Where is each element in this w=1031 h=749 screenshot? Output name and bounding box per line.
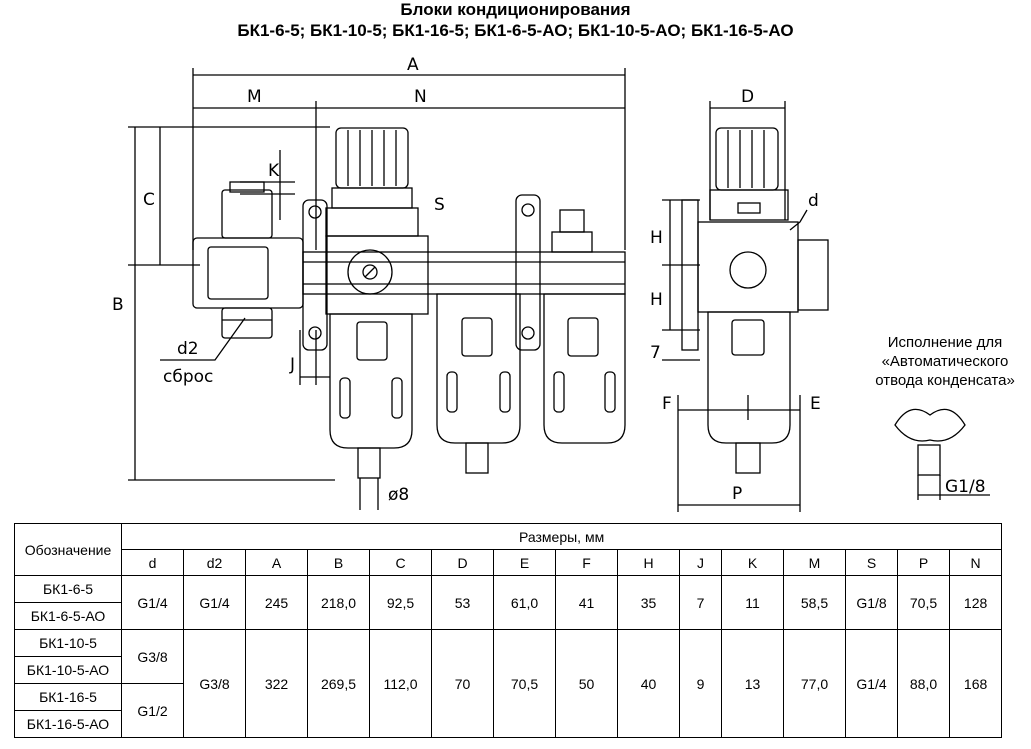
label-a: A	[407, 55, 419, 75]
label-seven: 7	[650, 343, 661, 363]
label-h-upper: H	[650, 228, 663, 248]
label-e: E	[810, 394, 821, 414]
value-cell: G3/8	[121, 629, 184, 684]
label-h-lower: H	[650, 290, 663, 310]
value-cell: 50	[555, 629, 618, 738]
table-row: БК1-16-5-АО	[14, 710, 1002, 738]
auto-drain-note: Исполнение для «Автоматического отвода к…	[860, 333, 1030, 390]
table-row: БК1-10-5 G3/8 G3/8 322 269,5 112,0 70 70…	[14, 629, 1003, 738]
label-f: F	[662, 394, 672, 414]
label-d-small: d	[808, 191, 819, 211]
value-cell: 245	[245, 575, 308, 630]
header-sizes: Размеры, мм	[120, 523, 1003, 550]
designation-cell: БК1-6-5	[14, 575, 122, 603]
value-cell: 218,0	[307, 575, 370, 630]
value-cell: 53	[431, 575, 494, 630]
label-b: B	[112, 295, 124, 315]
label-d: D	[741, 87, 754, 107]
note-line-3: отвода конденсата»	[875, 372, 1015, 389]
label-d2: d2	[177, 339, 199, 359]
value-cell: 70	[431, 629, 494, 738]
label-sbros: сброс	[163, 367, 213, 387]
value-cell: 92,5	[369, 575, 432, 630]
designation-cell: БК1-10-5-АО	[14, 656, 122, 684]
value-cell: G1/8	[845, 575, 898, 630]
col-header: S	[845, 549, 898, 576]
value-cell: 70,5	[897, 575, 950, 630]
value-cell: G1/4	[845, 629, 898, 738]
label-k: K	[268, 161, 280, 181]
label-p: P	[732, 484, 742, 504]
value-cell: G1/4	[183, 575, 246, 630]
value-cell: G1/2	[121, 683, 184, 738]
value-cell: 112,0	[369, 629, 432, 738]
designation-cell: БК1-6-5-АО	[14, 602, 122, 630]
value-cell: 269,5	[307, 629, 370, 738]
value-cell: 128	[948, 575, 1003, 630]
designation-cell: БК1-10-5	[14, 629, 122, 657]
value-cell: 168	[948, 629, 1003, 738]
label-n: N	[414, 87, 427, 107]
col-header: J	[679, 549, 722, 576]
value-cell: 11	[721, 575, 784, 630]
label-c: C	[143, 190, 155, 210]
label-g18: G1/8	[945, 477, 986, 497]
title-line-2: БК1-6-5; БК1-10-5; БК1-16-5; БК1-6-5-АО;…	[237, 21, 794, 40]
dimensions-table: Обозначение Размеры, мм d d2 A B C D E F…	[14, 523, 1003, 738]
designation-cell: БК1-16-5	[14, 683, 122, 711]
title-line-1: Блоки кондиционирования	[400, 0, 631, 19]
col-header: D	[431, 549, 494, 576]
col-header: d	[121, 549, 184, 576]
value-cell: 322	[245, 629, 308, 738]
note-line-1: Исполнение для	[887, 334, 1003, 351]
value-cell: 70,5	[493, 629, 556, 738]
label-phi8: ø8	[388, 485, 409, 505]
technical-drawing: A M N D C K B S d H H 7 F E P J d2 сброс…	[112, 55, 990, 512]
col-header: B	[307, 549, 370, 576]
col-header: M	[783, 549, 846, 576]
label-s: S	[434, 195, 445, 215]
value-cell: 13	[721, 629, 784, 738]
col-header: A	[245, 549, 308, 576]
table-row: БК1-10-5-АО	[14, 656, 1002, 684]
value-cell: G3/8	[183, 629, 246, 738]
value-cell: 58,5	[783, 575, 846, 630]
note-line-2: «Автоматического	[881, 353, 1009, 370]
designation-cell: БК1-16-5-АО	[14, 710, 122, 738]
col-header: K	[721, 549, 784, 576]
label-m: M	[247, 87, 262, 107]
value-cell: 35	[617, 575, 680, 630]
col-header: F	[555, 549, 618, 576]
value-cell: 61,0	[493, 575, 556, 630]
value-cell: 41	[555, 575, 618, 630]
col-header: C	[369, 549, 432, 576]
col-header: d2	[183, 549, 246, 576]
value-cell: 88,0	[897, 629, 950, 738]
header-designation: Обозначение	[14, 523, 122, 576]
label-j: J	[289, 355, 295, 375]
col-header: P	[897, 549, 950, 576]
value-cell: 40	[617, 629, 680, 738]
value-cell: 9	[679, 629, 722, 738]
value-cell: G1/4	[121, 575, 184, 630]
value-cell: 77,0	[783, 629, 846, 738]
col-header: N	[948, 549, 1003, 576]
table-row: БК1-6-5 G1/4 G1/4 245 218,0 92,5 53 61,0…	[14, 575, 1003, 630]
value-cell: 7	[679, 575, 722, 630]
col-header: E	[493, 549, 556, 576]
col-header: H	[617, 549, 680, 576]
